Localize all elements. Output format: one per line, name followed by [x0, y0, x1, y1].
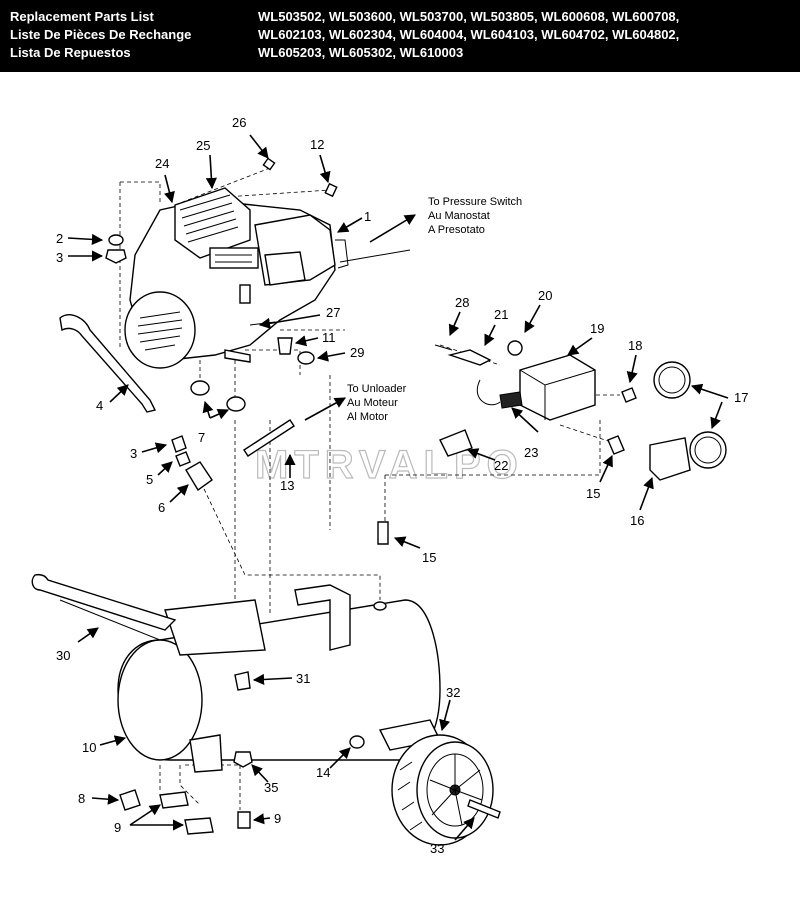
unloader-note: To Unloader Au Moteur Al Motor	[347, 383, 407, 423]
model-line-1: WL503502, WL503600, WL503700, WL503805, …	[258, 9, 680, 24]
note-unloader-fr: Au Moteur	[347, 397, 398, 409]
part-30-handle	[31, 573, 177, 631]
part-4-discharge-tube	[59, 314, 157, 413]
exploded-parts-diagram: MTRVALPO	[31, 115, 748, 856]
title-french: Liste De Pièces De Rechange	[10, 27, 192, 42]
foot-hardware	[119, 751, 253, 835]
callout-label: 9	[114, 820, 121, 835]
part-16-regulator	[649, 437, 691, 481]
callout-label: 13	[280, 478, 294, 493]
pump-mount-plate	[164, 599, 266, 656]
callout-arrows	[67, 134, 729, 841]
part-35-nut	[233, 751, 253, 768]
callout-label: 26	[232, 115, 246, 130]
callout-label: 28	[455, 295, 469, 310]
pressure-switch-note: To Pressure Switch Au Manostat A Presota…	[428, 196, 522, 236]
callout-label: 14	[316, 765, 330, 780]
compressor-pump-assembly	[124, 187, 411, 369]
part-29-nut	[297, 351, 315, 365]
note-pressure-switch-en: To Pressure Switch	[428, 196, 522, 208]
part-13-unloader-tube	[243, 419, 295, 457]
part-23-connector	[499, 391, 523, 409]
part-9-foot-a	[159, 791, 189, 809]
callout-label: 10	[82, 740, 96, 755]
callout-numbers: 26 25 24 12 1 2 3 27 11 29 28 21 20 19 1…	[56, 115, 748, 856]
part-21-bracket	[447, 349, 492, 366]
part-7-nut-b	[226, 396, 246, 412]
part-20-valve	[507, 340, 523, 356]
check-valve-group	[171, 435, 213, 492]
callout-label: 24	[155, 156, 169, 171]
callout-label: 27	[326, 305, 340, 320]
title-bar: Replacement Parts List Liste De Pièces D…	[0, 0, 800, 72]
part-3-nut	[105, 249, 127, 264]
callout-label: 30	[56, 648, 70, 663]
callout-label: 1	[364, 209, 371, 224]
callout-label: 6	[158, 500, 165, 515]
callout-label: 19	[590, 321, 604, 336]
air-tank-assembly	[31, 573, 442, 773]
part-22-fitting	[439, 429, 473, 457]
callout-label: 15	[422, 550, 436, 565]
callout-label: 25	[196, 138, 210, 153]
part-31-bolt	[234, 671, 251, 691]
callout-label: 35	[264, 780, 278, 795]
callout-label: 8	[78, 791, 85, 806]
title-english: Replacement Parts List	[10, 9, 154, 24]
callout-label: 23	[524, 445, 538, 460]
callout-label: 9	[274, 811, 281, 826]
callout-label: 15	[586, 486, 600, 501]
callout-label: 29	[350, 345, 364, 360]
part-15-fitting-a	[607, 435, 625, 455]
part-7-nut-a	[190, 380, 210, 396]
callout-label: 16	[630, 513, 644, 528]
note-unloader-en: To Unloader	[347, 383, 407, 395]
callout-label: 31	[296, 671, 310, 686]
small-fittings	[105, 157, 338, 412]
part-15-fitting-b	[377, 521, 389, 545]
part-12-screw	[324, 182, 338, 198]
part-19-pressure-switch	[519, 354, 596, 421]
watermark-text: MTRVALPO	[255, 443, 524, 487]
model-line-2: WL602103, WL602304, WL604004, WL604103, …	[258, 27, 680, 42]
callout-label: 3	[130, 446, 137, 461]
model-numbers: WL503502, WL503600, WL503700, WL503805, …	[258, 8, 679, 62]
callout-label: 33	[430, 841, 444, 856]
pressure-switch-group	[377, 340, 727, 545]
callout-label: 5	[146, 472, 153, 487]
title-spanish: Lista De Repuestos	[10, 45, 131, 60]
part-14-nut	[349, 735, 365, 749]
callout-label: 7	[198, 430, 205, 445]
part-9-bolt	[237, 811, 251, 829]
callout-label: 22	[494, 458, 508, 473]
part-33-axle-bolt	[467, 799, 501, 819]
callout-label: 32	[446, 685, 460, 700]
part-8-bolt	[119, 789, 141, 811]
callout-label: 3	[56, 250, 63, 265]
tank-foot	[189, 734, 223, 773]
callout-label: 21	[494, 307, 508, 322]
part-11-bolt	[277, 337, 293, 355]
tank-bracket	[294, 584, 351, 651]
note-unloader-es: Al Motor	[347, 411, 388, 423]
callout-label: 17	[734, 390, 748, 405]
part-2-fitting	[108, 234, 124, 246]
callout-label: 11	[322, 330, 336, 345]
note-pressure-switch-fr: Au Manostat	[428, 210, 490, 222]
callout-label: 4	[96, 398, 103, 413]
callout-label: 12	[310, 137, 324, 152]
callout-label: 20	[538, 288, 552, 303]
callout-label: 2	[56, 231, 63, 246]
parts-list-titles: Replacement Parts List Liste De Pièces D…	[10, 8, 191, 62]
part-18-fitting	[621, 387, 637, 403]
note-pressure-switch-es: A Presotato	[428, 224, 485, 236]
part-26-screw	[262, 157, 276, 171]
part-28-screw	[434, 344, 453, 351]
part-32-wheel	[391, 734, 494, 846]
callout-label: 18	[628, 338, 642, 353]
part-9-foot-b	[184, 817, 214, 835]
model-line-3: WL605203, WL605302, WL610003	[258, 45, 464, 60]
